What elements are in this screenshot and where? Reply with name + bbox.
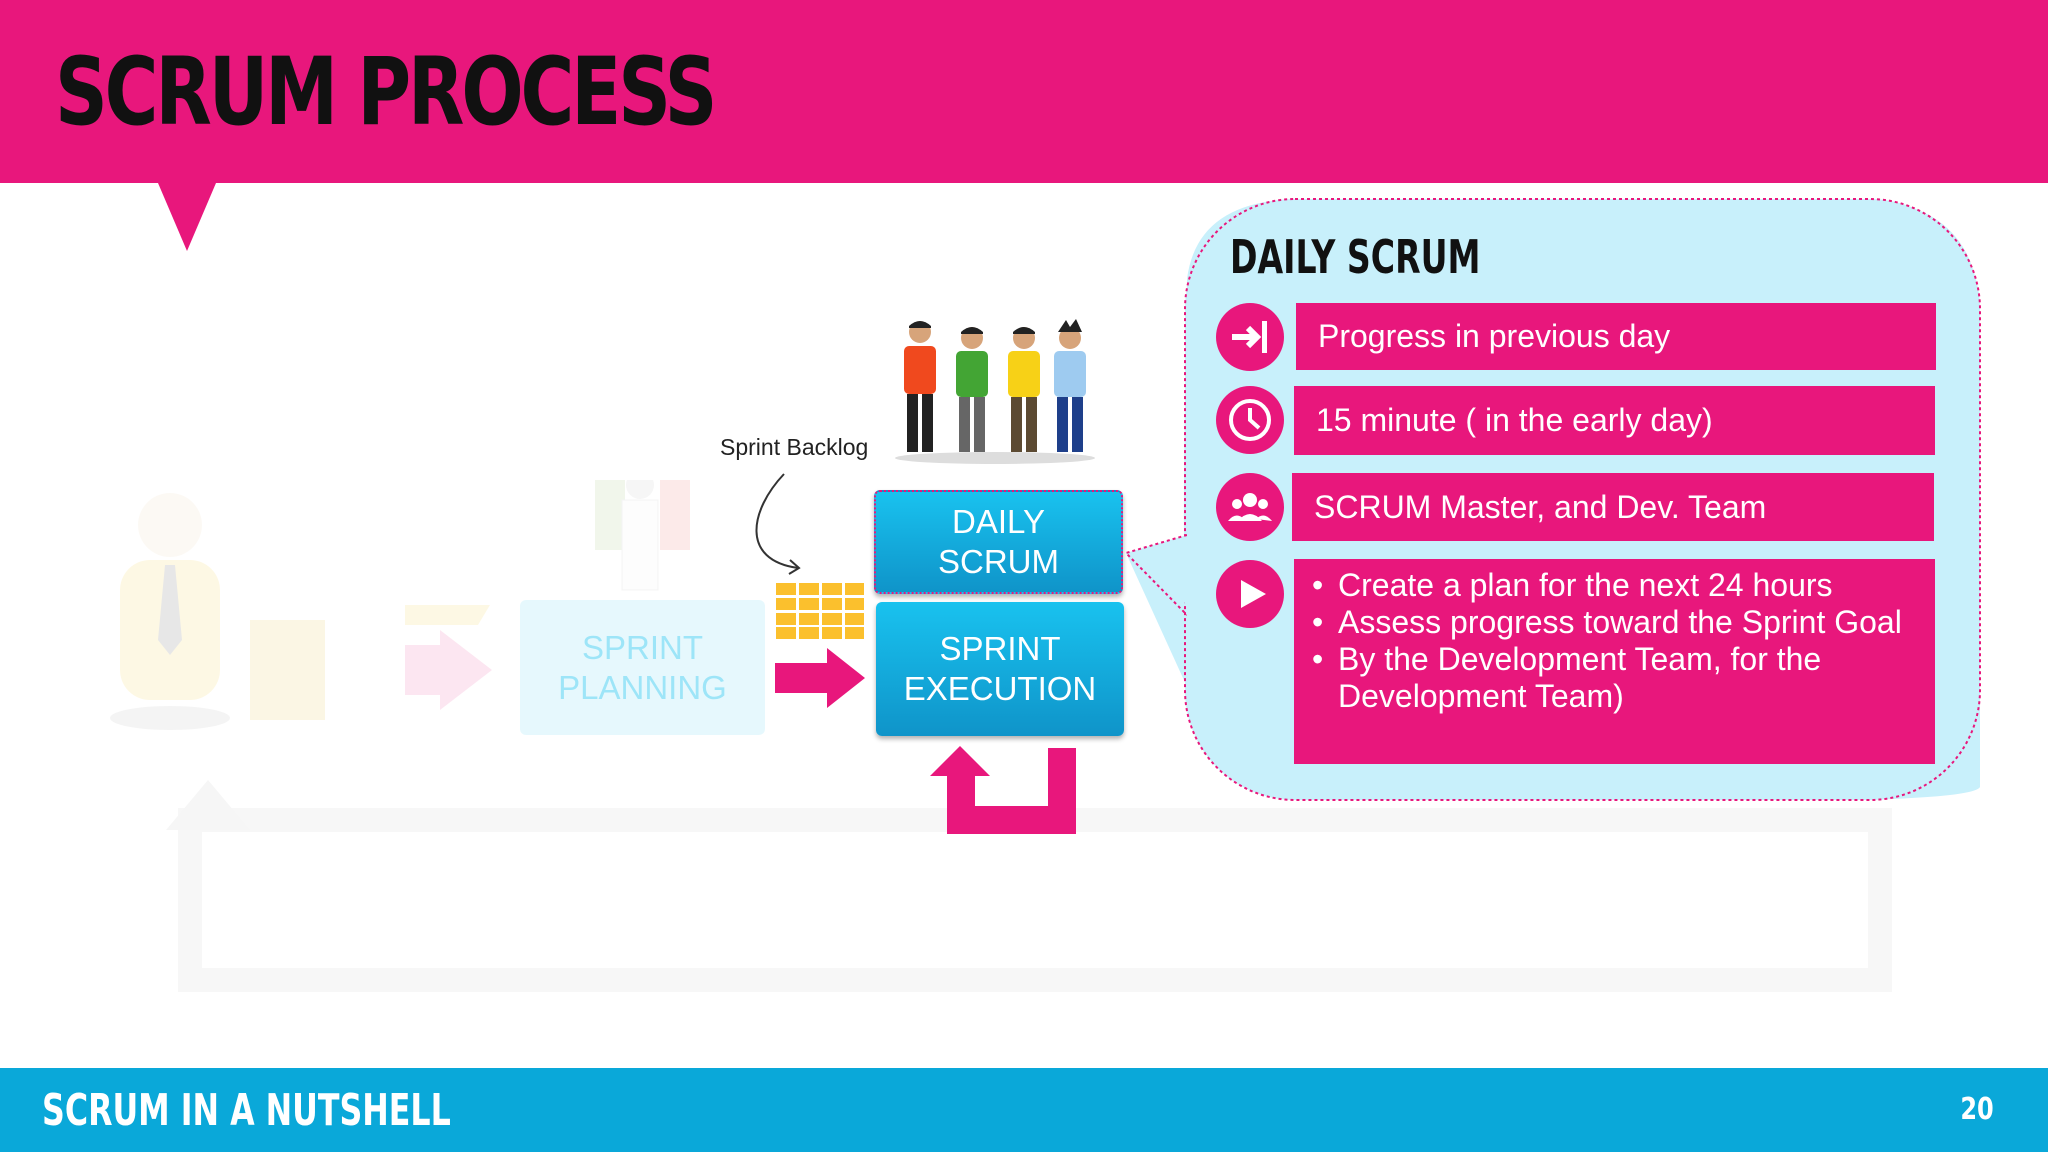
daily-scrum-box: DAILY SCRUM (874, 490, 1123, 594)
arrow-right-icon (775, 648, 865, 708)
team-illustration (895, 319, 1095, 464)
faded-product-owner-icon (110, 493, 230, 730)
goal-bullet-3: •By the Development Team, for the Develo… (1312, 641, 1822, 714)
faded-product-backlog-box (250, 620, 325, 720)
page-number: 20 (1960, 1092, 1994, 1127)
sprint-execution-box: SPRINT EXECUTION (876, 602, 1124, 736)
callout-row-duration: 15 minute ( in the early day) (1294, 386, 1935, 455)
play-icon (1216, 560, 1284, 628)
backlog-curved-arrow (755, 473, 801, 575)
goal-bullet-2: •Assess progress toward the Sprint Goal (1312, 604, 1902, 640)
faded-sprint-planning-box (520, 600, 765, 735)
goal-bullet-1: •Create a plan for the next 24 hours (1312, 567, 1833, 603)
clock-icon (1216, 386, 1284, 454)
iteration-loop-arrow (930, 746, 1076, 834)
callout-row-goals: •Create a plan for the next 24 hours •As… (1294, 559, 1935, 764)
faded-pink-arrow (405, 630, 492, 710)
faded-yellow-arrow (405, 605, 490, 625)
faded-background-diagram (110, 480, 1892, 992)
faded-loop-arrowhead (166, 780, 250, 830)
title-banner (0, 0, 2048, 183)
arrow-in-icon (1216, 303, 1284, 371)
callout-row-attendees: SCRUM Master, and Dev. Team (1292, 473, 1934, 541)
sprint-backlog-label: Sprint Backlog (720, 434, 869, 460)
person-yellow-shirt (1008, 327, 1040, 452)
footer-label: SCRUM IN A NUTSHELL (42, 1085, 451, 1136)
faded-team-icon (595, 480, 690, 591)
callout-title: DAILY SCRUM (1230, 230, 1481, 284)
faded-cycle-loop (178, 808, 1892, 992)
slide-title: SCRUM PROCESS (55, 38, 717, 147)
person-green-shirt (956, 327, 988, 452)
title-banner-pointer (158, 183, 216, 251)
footer-bar (0, 1068, 2048, 1152)
team-icon (1216, 473, 1284, 541)
sprint-planning-label: SPRINT PLANNING (558, 629, 727, 706)
callout-row-progress: Progress in previous day (1296, 303, 1936, 370)
person-blue-shirt (1054, 319, 1086, 452)
sprint-backlog-grid-icon (776, 583, 864, 639)
person-red-shirt (904, 321, 936, 452)
